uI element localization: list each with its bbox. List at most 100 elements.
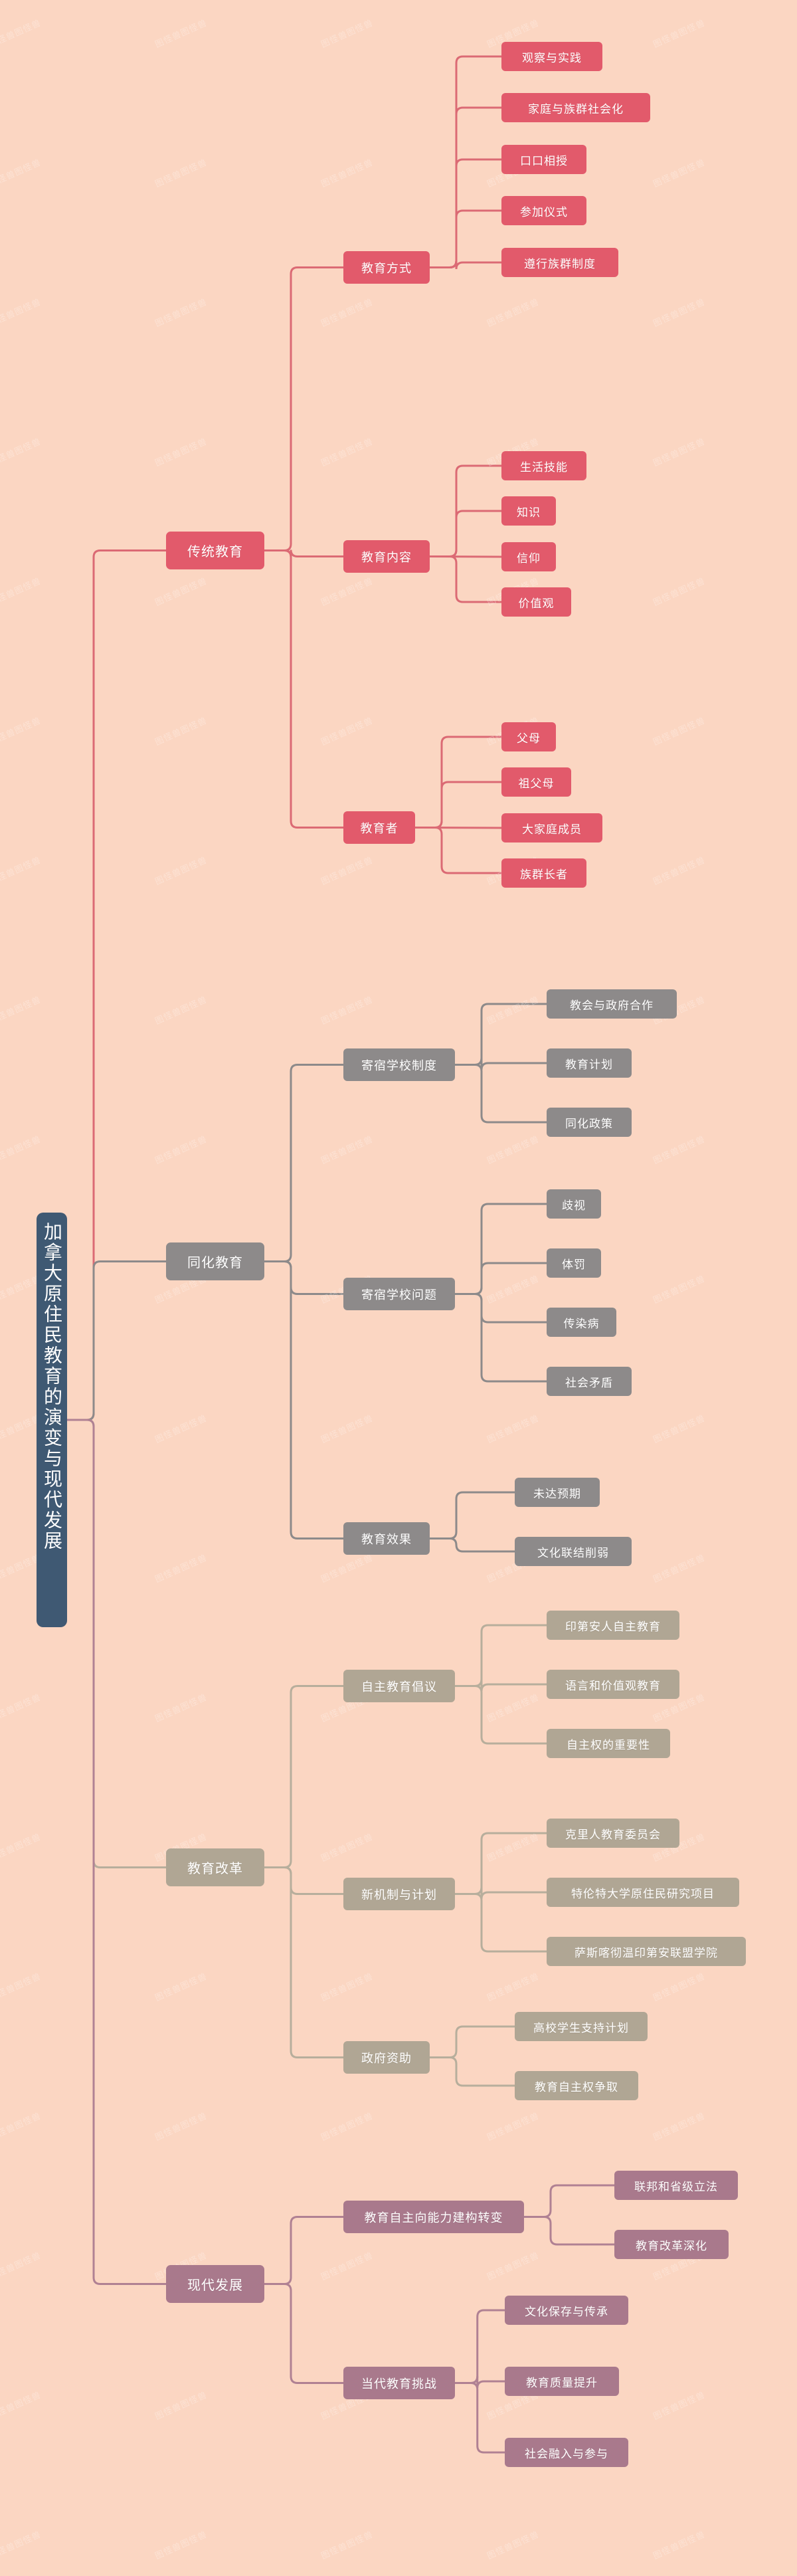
- node-label: 教育方式: [361, 261, 412, 275]
- leaf-node-1-1-3[interactable]: 社会矛盾: [547, 1367, 632, 1396]
- watermark: 图怪兽图怪兽: [486, 1274, 541, 1306]
- node-label: 联邦和省级立法: [634, 2180, 718, 2193]
- subtopic-node-1-1[interactable]: 寄宿学校问题: [343, 1278, 455, 1310]
- node-label: 知识: [517, 506, 541, 519]
- leaf-node-2-0-2[interactable]: 自主权的重要性: [547, 1729, 670, 1758]
- leaf-node-0-1-1[interactable]: 知识: [501, 496, 556, 526]
- leaf-node-0-0-0[interactable]: 观察与实践: [501, 42, 602, 71]
- connector: [454, 1832, 548, 1895]
- node-label: 文化保存与传承: [525, 2305, 608, 2318]
- watermark: 图怪兽图怪兽: [319, 576, 375, 609]
- leaf-node-3-1-2[interactable]: 社会融入与参与: [505, 2438, 628, 2467]
- leaf-node-0-1-3[interactable]: 价值观: [501, 587, 571, 617]
- branch-node-3[interactable]: 现代发展: [166, 2265, 264, 2303]
- watermark: 图怪兽图怪兽: [486, 2529, 541, 2562]
- leaf-node-1-0-0[interactable]: 教会与政府合作: [547, 989, 677, 1019]
- watermark: 图怪兽图怪兽: [153, 1971, 209, 2004]
- leaf-node-1-1-0[interactable]: 歧视: [547, 1189, 601, 1219]
- connector: [263, 1260, 345, 1295]
- branch-node-0[interactable]: 传统教育: [166, 532, 264, 569]
- leaf-node-0-0-3[interactable]: 参加仪式: [501, 196, 586, 225]
- node-label: 印第安人自主教育: [565, 1620, 661, 1633]
- leaf-node-1-1-1[interactable]: 体罚: [547, 1248, 601, 1278]
- leaf-node-0-2-2[interactable]: 大家庭成员: [501, 813, 602, 842]
- leaf-node-1-2-1[interactable]: 文化联结削弱: [515, 1537, 632, 1566]
- branch-node-2[interactable]: 教育改革: [166, 1848, 264, 1886]
- watermark: 图怪兽图怪兽: [652, 1971, 707, 2004]
- watermark: 图怪兽图怪兽: [319, 716, 375, 748]
- leaf-node-1-2-0[interactable]: 未达预期: [515, 1478, 600, 1507]
- subtopic-node-2-0[interactable]: 自主教育倡议: [343, 1670, 455, 1702]
- leaf-node-2-2-1[interactable]: 教育自主权争取: [515, 2071, 638, 2100]
- leaf-node-1-1-2[interactable]: 传染病: [547, 1308, 616, 1337]
- subtopic-node-1-2[interactable]: 教育效果: [343, 1522, 430, 1555]
- subtopic-node-3-1[interactable]: 当代教育挑战: [343, 2367, 455, 2399]
- watermark: 图怪兽图怪兽: [652, 297, 707, 330]
- watermark: 图怪兽图怪兽: [153, 576, 209, 609]
- node-label: 传染病: [563, 1317, 600, 1330]
- node-label: 现代发展: [187, 2278, 243, 2293]
- connector: [263, 549, 345, 829]
- subtopic-node-3-0[interactable]: 教育自主向能力建构转变: [343, 2201, 524, 2233]
- subtopic-node-1-0[interactable]: 寄宿学校制度: [343, 1048, 455, 1081]
- leaf-node-0-2-3[interactable]: 族群长者: [501, 858, 586, 888]
- leaf-node-0-0-1[interactable]: 家庭与族群社会化: [501, 93, 650, 122]
- watermark: 图怪兽图怪兽: [153, 1134, 209, 1167]
- watermark: 图怪兽图怪兽: [153, 297, 209, 330]
- node-label: 教育计划: [565, 1058, 613, 1071]
- connector: [428, 1537, 516, 1553]
- connector: [454, 1685, 548, 1745]
- leaf-node-1-0-1[interactable]: 教育计划: [547, 1048, 632, 1078]
- watermark: 图怪兽图怪兽: [0, 157, 43, 190]
- node-label: 当代教育挑战: [361, 2377, 437, 2391]
- watermark: 图怪兽图怪兽: [486, 2111, 541, 2143]
- connector: [263, 1866, 345, 1895]
- branch-node-1[interactable]: 同化教育: [166, 1242, 264, 1280]
- watermark: 图怪兽图怪兽: [0, 437, 43, 469]
- node-label: 祖父母: [518, 777, 555, 790]
- watermark: 图怪兽图怪兽: [652, 437, 707, 469]
- root-node[interactable]: 加拿大原住民教育的演变与现代发展: [37, 1213, 67, 1627]
- leaf-node-3-0-1[interactable]: 教育改革深化: [614, 2230, 729, 2259]
- connector: [523, 2184, 616, 2218]
- connector: [66, 1260, 167, 1421]
- watermark: 图怪兽图怪兽: [0, 297, 43, 330]
- node-label: 教育内容: [361, 550, 412, 564]
- leaf-node-0-2-1[interactable]: 祖父母: [501, 767, 571, 797]
- leaf-node-0-0-4[interactable]: 遵行族群制度: [501, 248, 618, 277]
- leaf-node-0-2-0[interactable]: 父母: [501, 722, 556, 751]
- leaf-node-2-0-0[interactable]: 印第安人自主教育: [547, 1611, 679, 1640]
- leaf-node-0-0-2[interactable]: 口口相授: [501, 145, 586, 174]
- subtopic-node-2-2[interactable]: 政府资助: [343, 2041, 430, 2074]
- node-label: 父母: [517, 732, 541, 745]
- connector: [263, 2216, 345, 2285]
- subtopic-node-2-1[interactable]: 新机制与计划: [343, 1878, 455, 1910]
- watermark: 图怪兽图怪兽: [153, 157, 209, 190]
- connector: [428, 209, 503, 268]
- leaf-node-2-1-1[interactable]: 特伦特大学原住民研究项目: [547, 1878, 739, 1907]
- leaf-node-2-2-0[interactable]: 高校学生支持计划: [515, 2012, 648, 2041]
- leaf-node-1-0-2[interactable]: 同化政策: [547, 1108, 632, 1137]
- leaf-node-0-1-2[interactable]: 信仰: [501, 542, 556, 571]
- leaf-node-2-0-1[interactable]: 语言和价值观教育: [547, 1670, 679, 1699]
- leaf-node-2-1-0[interactable]: 克里人教育委员会: [547, 1819, 679, 1848]
- leaf-node-3-1-0[interactable]: 文化保存与传承: [505, 2296, 628, 2325]
- node-label: 语言和价值观教育: [565, 1679, 661, 1692]
- connector: [454, 2309, 506, 2384]
- subtopic-node-0-0[interactable]: 教育方式: [343, 251, 430, 284]
- node-label: 教育自主向能力建构转变: [364, 2211, 503, 2225]
- watermark: 图怪兽图怪兽: [0, 1134, 43, 1167]
- leaf-node-2-1-2[interactable]: 萨斯喀彻温印第安联盟学院: [547, 1937, 746, 1966]
- watermark: 图怪兽图怪兽: [652, 2390, 707, 2423]
- watermark: 图怪兽图怪兽: [652, 1553, 707, 1585]
- connector: [454, 1058, 548, 1070]
- node-label: 未达预期: [533, 1487, 581, 1500]
- leaf-node-3-0-0[interactable]: 联邦和省级立法: [614, 2171, 738, 2200]
- subtopic-node-0-1[interactable]: 教育内容: [343, 540, 430, 573]
- connector: [414, 827, 503, 874]
- leaf-node-0-1-0[interactable]: 生活技能: [501, 451, 586, 480]
- node-label: 寄宿学校问题: [361, 1288, 437, 1302]
- watermark: 图怪兽图怪兽: [319, 1413, 375, 1446]
- subtopic-node-0-2[interactable]: 教育者: [343, 811, 415, 844]
- leaf-node-3-1-1[interactable]: 教育质量提升: [505, 2367, 619, 2396]
